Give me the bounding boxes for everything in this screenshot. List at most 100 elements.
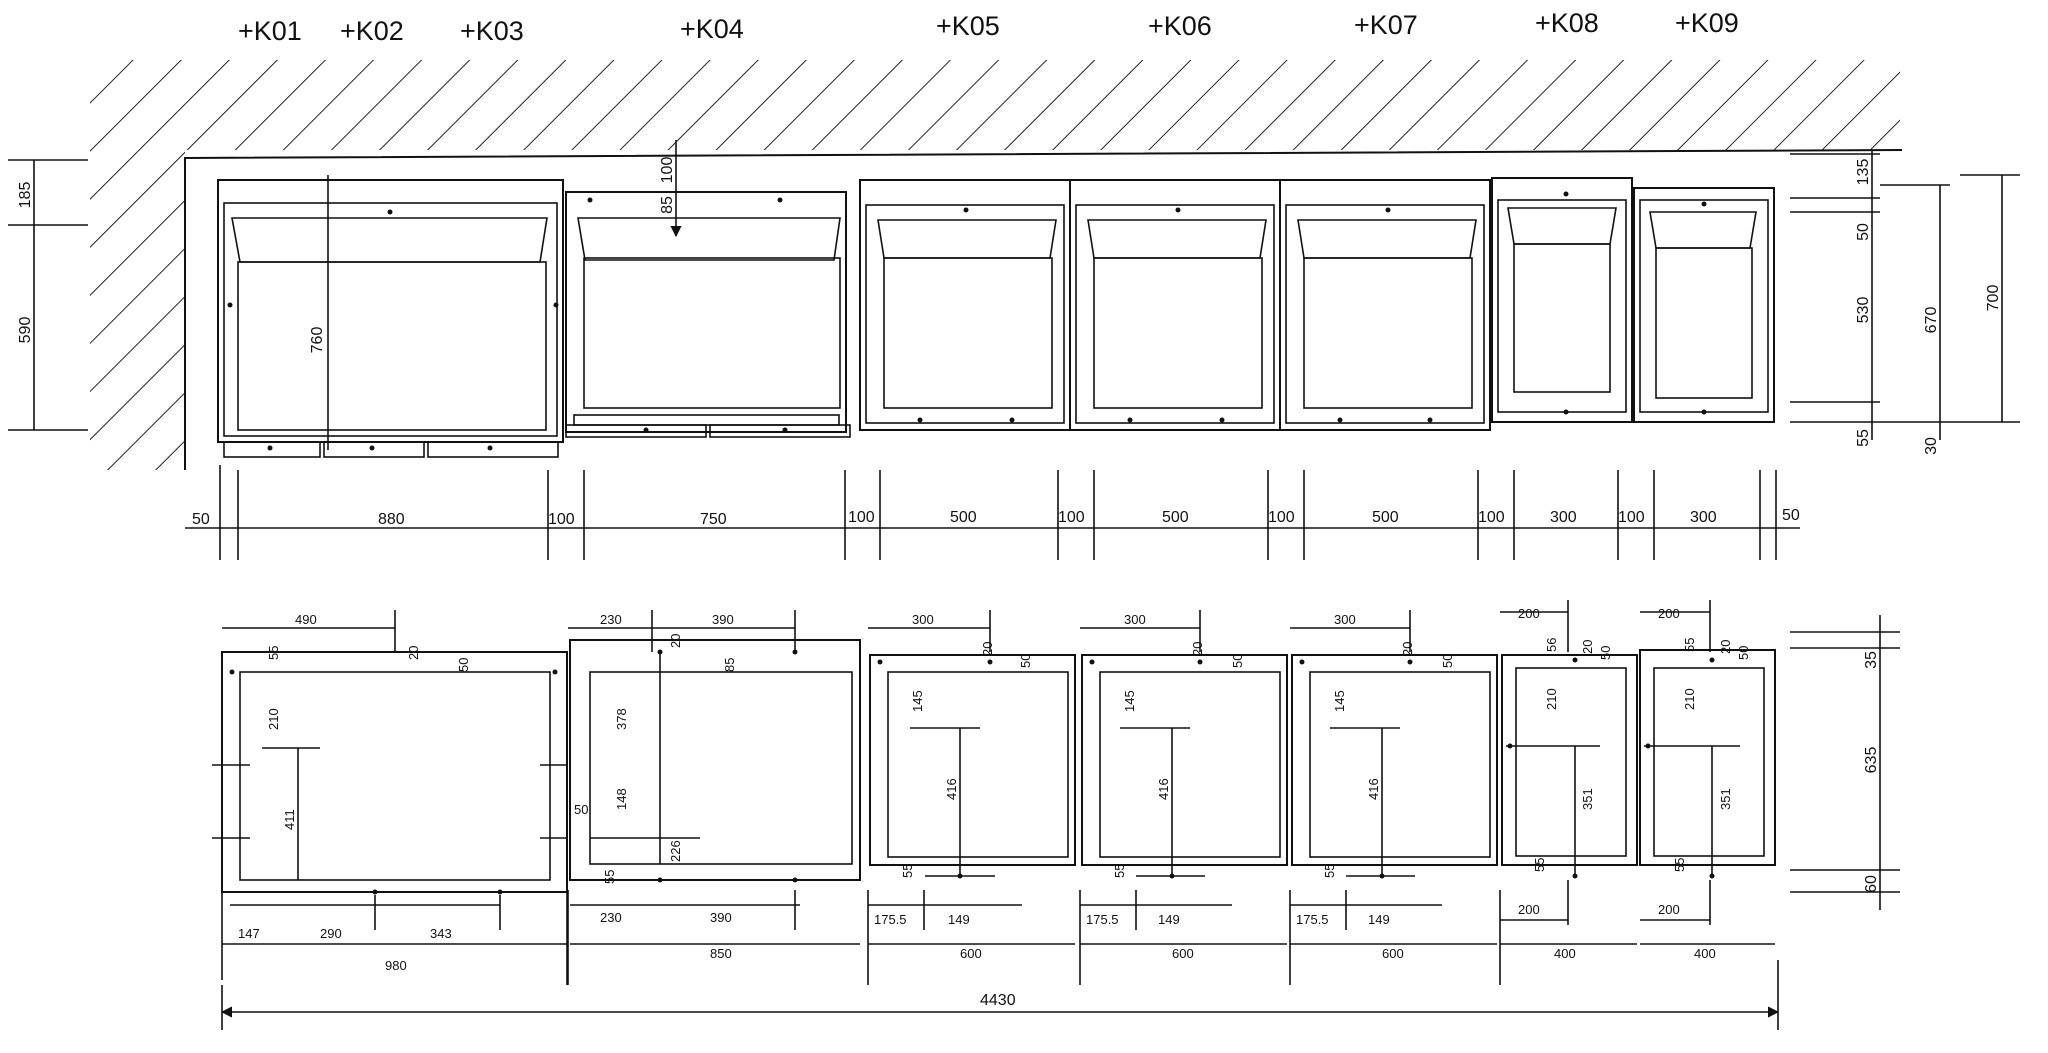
cabinet-k04-front [565, 191, 851, 438]
cabinet-k09-front [1633, 187, 1775, 423]
plan-k05-175: 175.5 [874, 912, 907, 927]
plan-k04-850: 850 [710, 946, 732, 961]
plan-k01-980: 980 [385, 958, 407, 973]
plan-k04-148: 148 [614, 788, 629, 810]
plan-k05-600: 600 [960, 946, 982, 961]
plan-k06-50: 50 [1230, 654, 1245, 668]
plan-k08-200: 200 [1518, 606, 1540, 621]
dim-overall-4430: 4430 [980, 992, 1016, 1009]
plan-k09-50: 50 [1736, 646, 1751, 660]
dim-width-500-b: 500 [1162, 509, 1189, 526]
plan-k07-55: 55 [1322, 864, 1337, 878]
dim-right-55: 55 [1855, 429, 1872, 447]
dim-right-50: 50 [1855, 223, 1872, 241]
cabinet-label-k01: +K01 [238, 16, 302, 46]
plan-k01-20: 20 [406, 646, 421, 660]
width-dimension-chain: 50 880 100 750 100 500 100 500 100 500 1… [185, 465, 1800, 560]
dim-width-100-d: 100 [1268, 509, 1295, 526]
plan-k06-600: 600 [1172, 946, 1194, 961]
plan-k09-200-bottom: 200 [1658, 902, 1680, 917]
inner-dimensions: 760 100 85 [309, 140, 682, 353]
cabinet-k05-front [859, 179, 1071, 431]
cabinet-k08-front [1491, 177, 1633, 423]
plan-k07-50: 50 [1440, 654, 1455, 668]
plan-k01-50: 50 [456, 658, 471, 672]
plan-k08-400: 400 [1554, 946, 1576, 961]
plan-k07-20: 20 [1400, 642, 1415, 656]
plan-k04-390-bottom: 390 [710, 910, 732, 925]
plan-k01-290: 290 [320, 926, 342, 941]
plan-k09-20: 20 [1718, 640, 1733, 654]
dim-right-670: 670 [1923, 307, 1940, 334]
dim-right-135: 135 [1855, 159, 1872, 186]
plan-k08-50: 50 [1598, 646, 1613, 660]
cabinet-label-k06: +K06 [1148, 11, 1212, 41]
plan-k04: 230 390 20 85 378 148 226 55 50 230 390 … [567, 610, 861, 985]
plan-right-dims: 35 635 60 [1790, 615, 1900, 910]
plan-k04-226: 226 [668, 840, 683, 862]
plan-k04-390-top: 390 [712, 612, 734, 627]
plan-k07-175: 175.5 [1296, 912, 1329, 927]
dim-width-300-b: 300 [1690, 509, 1717, 526]
dim-100-top: 100 [659, 157, 676, 184]
plan-k04-50: 50 [574, 802, 588, 817]
plan-k09-55-top: 55 [1682, 638, 1697, 652]
plan-k09-351: 351 [1718, 788, 1733, 810]
plan-k01: 490 20 50 55 210 411 147 290 343 980 [212, 610, 568, 985]
cabinet-label-k02: +K02 [340, 16, 404, 46]
plan-k07: 300 20 50 145 416 55 175.5 149 600 [1289, 610, 1498, 985]
dim-width-100-c: 100 [1058, 509, 1085, 526]
plan-k08-55: 55 [1532, 858, 1547, 872]
plan-k06-20: 20 [1190, 642, 1205, 656]
plan-k01-343: 343 [430, 926, 452, 941]
plan-k05: 300 20 50 145 416 55 175.5 149 600 [867, 610, 1076, 985]
dim-width-880: 880 [378, 511, 405, 528]
cabinet-label-k05: +K05 [936, 11, 1000, 41]
plan-k09-55: 55 [1672, 858, 1687, 872]
dim-width-100-f: 100 [1618, 509, 1645, 526]
plan-k05-55: 55 [900, 864, 915, 878]
plan-k04-230-bottom: 230 [600, 910, 622, 925]
plan-k05-50: 50 [1018, 654, 1033, 668]
dim-right-530: 530 [1855, 297, 1872, 324]
dim-85-top: 85 [659, 196, 676, 214]
plan-k08-200-bottom: 200 [1518, 902, 1540, 917]
plan-k05-20: 20 [980, 642, 995, 656]
plan-k06-175: 175.5 [1086, 912, 1119, 927]
overall-dimension: 4430 [220, 960, 1780, 1030]
plan-dim-635: 635 [1863, 747, 1880, 774]
cabinet-label-k03: +K03 [460, 16, 524, 46]
plan-k06-55: 55 [1112, 864, 1127, 878]
plan-k01-490: 490 [295, 612, 317, 627]
plan-k06-300: 300 [1124, 612, 1146, 627]
plan-k08: 200 56 20 50 210 351 55 200 400 [1499, 600, 1638, 985]
plan-k09-200: 200 [1658, 606, 1680, 621]
plan-k07-149: 149 [1368, 912, 1390, 927]
plan-view: 490 20 50 55 210 411 147 290 343 980 230 [212, 600, 1900, 1030]
plan-k09-400: 400 [1694, 946, 1716, 961]
plan-k08-20: 20 [1580, 640, 1595, 654]
cabinet-label-k04: +K04 [680, 14, 744, 44]
cabinet-k07-front [1279, 179, 1491, 431]
plan-k07-600: 600 [1382, 946, 1404, 961]
dim-width-100-a: 100 [548, 511, 575, 528]
dim-width-500-c: 500 [1372, 509, 1399, 526]
plan-k01-147: 147 [238, 926, 260, 941]
plan-k08-351: 351 [1580, 788, 1595, 810]
wall-section [90, 60, 1903, 470]
right-height-dimensions: 135 50 530 55 670 30 700 [1790, 150, 2020, 455]
plan-k01-210: 210 [266, 708, 281, 730]
plan-k06-145: 145 [1122, 690, 1137, 712]
dim-width-50-left: 50 [192, 511, 210, 528]
dim-width-100-b: 100 [848, 509, 875, 526]
plan-k04-55: 55 [602, 870, 617, 884]
plan-k07-416: 416 [1366, 778, 1381, 800]
dim-width-300-a: 300 [1550, 509, 1577, 526]
left-height-dimensions: 185 590 [8, 159, 88, 431]
dim-left-185: 185 [17, 182, 34, 209]
plan-dim-60: 60 [1863, 875, 1880, 893]
plan-k05-416: 416 [944, 778, 959, 800]
plan-k07-300: 300 [1334, 612, 1356, 627]
plan-k06-416: 416 [1156, 778, 1171, 800]
plan-k08-56: 56 [1544, 638, 1559, 652]
